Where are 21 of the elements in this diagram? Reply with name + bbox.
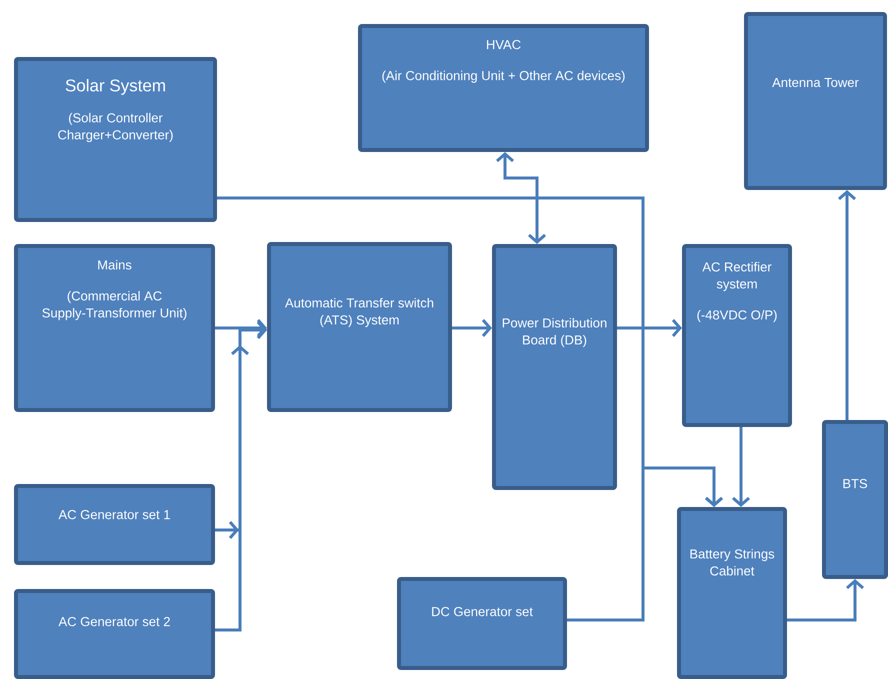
process-box: Antenna Tower: [744, 12, 887, 190]
arrow: [496, 152, 546, 244]
process-box: Power Distribution Board (DB): [492, 244, 617, 490]
process-box: Mains (Commercial AC Supply-Transformer Unit): [14, 244, 215, 412]
process-box: BTS: [822, 420, 888, 579]
process-box: DC Generator set: [397, 577, 567, 670]
arrow: [215, 321, 267, 632]
arrow: [838, 190, 856, 420]
arrow: [215, 319, 267, 337]
process-box: Solar System (Solar Controller Charger+Converter): [14, 57, 217, 222]
process-box: Automatic Transfer switch (ATS) System: [267, 242, 452, 412]
arrow: [732, 427, 750, 507]
process-box: AC Generator set 1: [14, 484, 215, 565]
arrow: [567, 466, 723, 622]
process-box: AC Rectifier system (-48VDC O/P): [682, 244, 792, 427]
process-box: Battery Strings Cabinet: [677, 507, 787, 679]
arrow: [452, 319, 492, 337]
arrow: [787, 579, 864, 622]
arrow: [617, 319, 682, 337]
process-box: AC Generator set 2: [14, 589, 215, 679]
process-box: HVAC (Air Conditioning Unit + Other AC devices): [358, 24, 649, 152]
